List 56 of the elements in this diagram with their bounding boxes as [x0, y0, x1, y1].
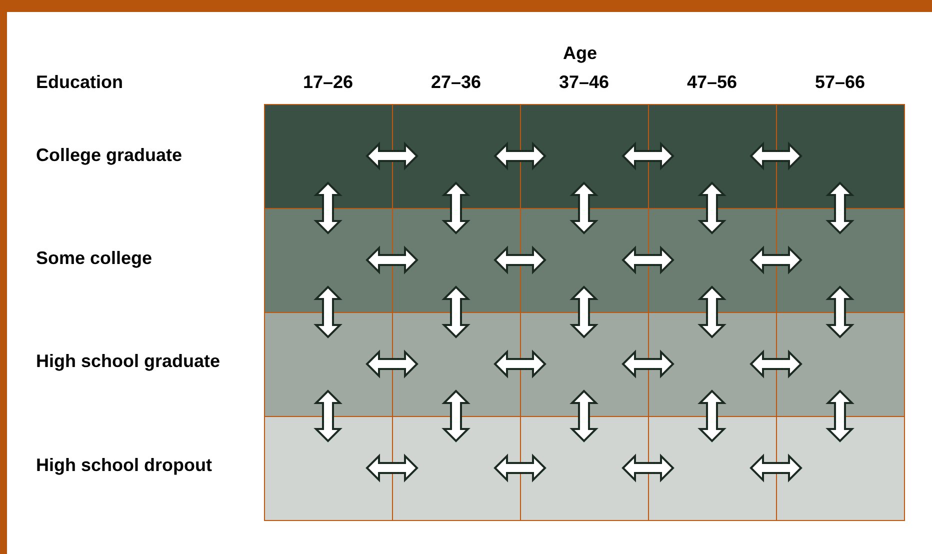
double-arrow	[622, 142, 674, 170]
double-arrow	[314, 286, 342, 338]
axis-title: Education	[36, 71, 124, 93]
double-arrow	[442, 182, 470, 234]
row-header: College graduate	[36, 144, 182, 166]
double-arrow	[314, 390, 342, 442]
double-arrow	[622, 350, 674, 378]
row-header: High school dropout	[36, 454, 212, 476]
grid-cell	[264, 104, 393, 209]
grid-cell	[264, 208, 393, 313]
grid-cell	[520, 104, 649, 209]
row-header: High school graduate	[36, 350, 220, 372]
double-arrow	[442, 286, 470, 338]
double-arrow	[750, 454, 802, 482]
grid-cell	[776, 312, 905, 417]
row-header: Some college	[36, 247, 152, 269]
double-arrow	[826, 286, 854, 338]
grid-cell	[776, 104, 905, 209]
double-arrow	[698, 390, 726, 442]
double-arrow	[442, 390, 470, 442]
double-arrow	[826, 182, 854, 234]
double-arrow	[750, 350, 802, 378]
grid-cell	[776, 208, 905, 313]
column-header: 37–46	[558, 71, 610, 93]
axis-title: Age	[563, 42, 597, 64]
double-arrow	[622, 246, 674, 274]
double-arrow	[314, 182, 342, 234]
double-arrow	[366, 454, 418, 482]
grid-cell	[392, 104, 521, 209]
grid-cell	[648, 104, 777, 209]
column-header: 47–56	[686, 71, 738, 93]
column-header: 17–26	[302, 71, 354, 93]
grid-cell	[520, 416, 649, 521]
double-arrow	[698, 286, 726, 338]
double-arrow	[366, 350, 418, 378]
double-arrow	[622, 454, 674, 482]
column-header: 27–36	[430, 71, 482, 93]
grid-cell	[776, 416, 905, 521]
double-arrow	[494, 142, 546, 170]
grid-cell	[648, 416, 777, 521]
double-arrow	[750, 246, 802, 274]
double-arrow	[494, 454, 546, 482]
grid-cell	[264, 312, 393, 417]
double-arrow	[494, 350, 546, 378]
double-arrow	[570, 182, 598, 234]
double-arrow	[366, 142, 418, 170]
grid-cell	[392, 416, 521, 521]
double-arrow	[750, 142, 802, 170]
column-header: 57–66	[814, 71, 866, 93]
double-arrow	[366, 246, 418, 274]
grid-cell	[264, 416, 393, 521]
double-arrow	[494, 246, 546, 274]
double-arrow	[826, 390, 854, 442]
double-arrow	[570, 286, 598, 338]
double-arrow	[570, 390, 598, 442]
double-arrow	[698, 182, 726, 234]
